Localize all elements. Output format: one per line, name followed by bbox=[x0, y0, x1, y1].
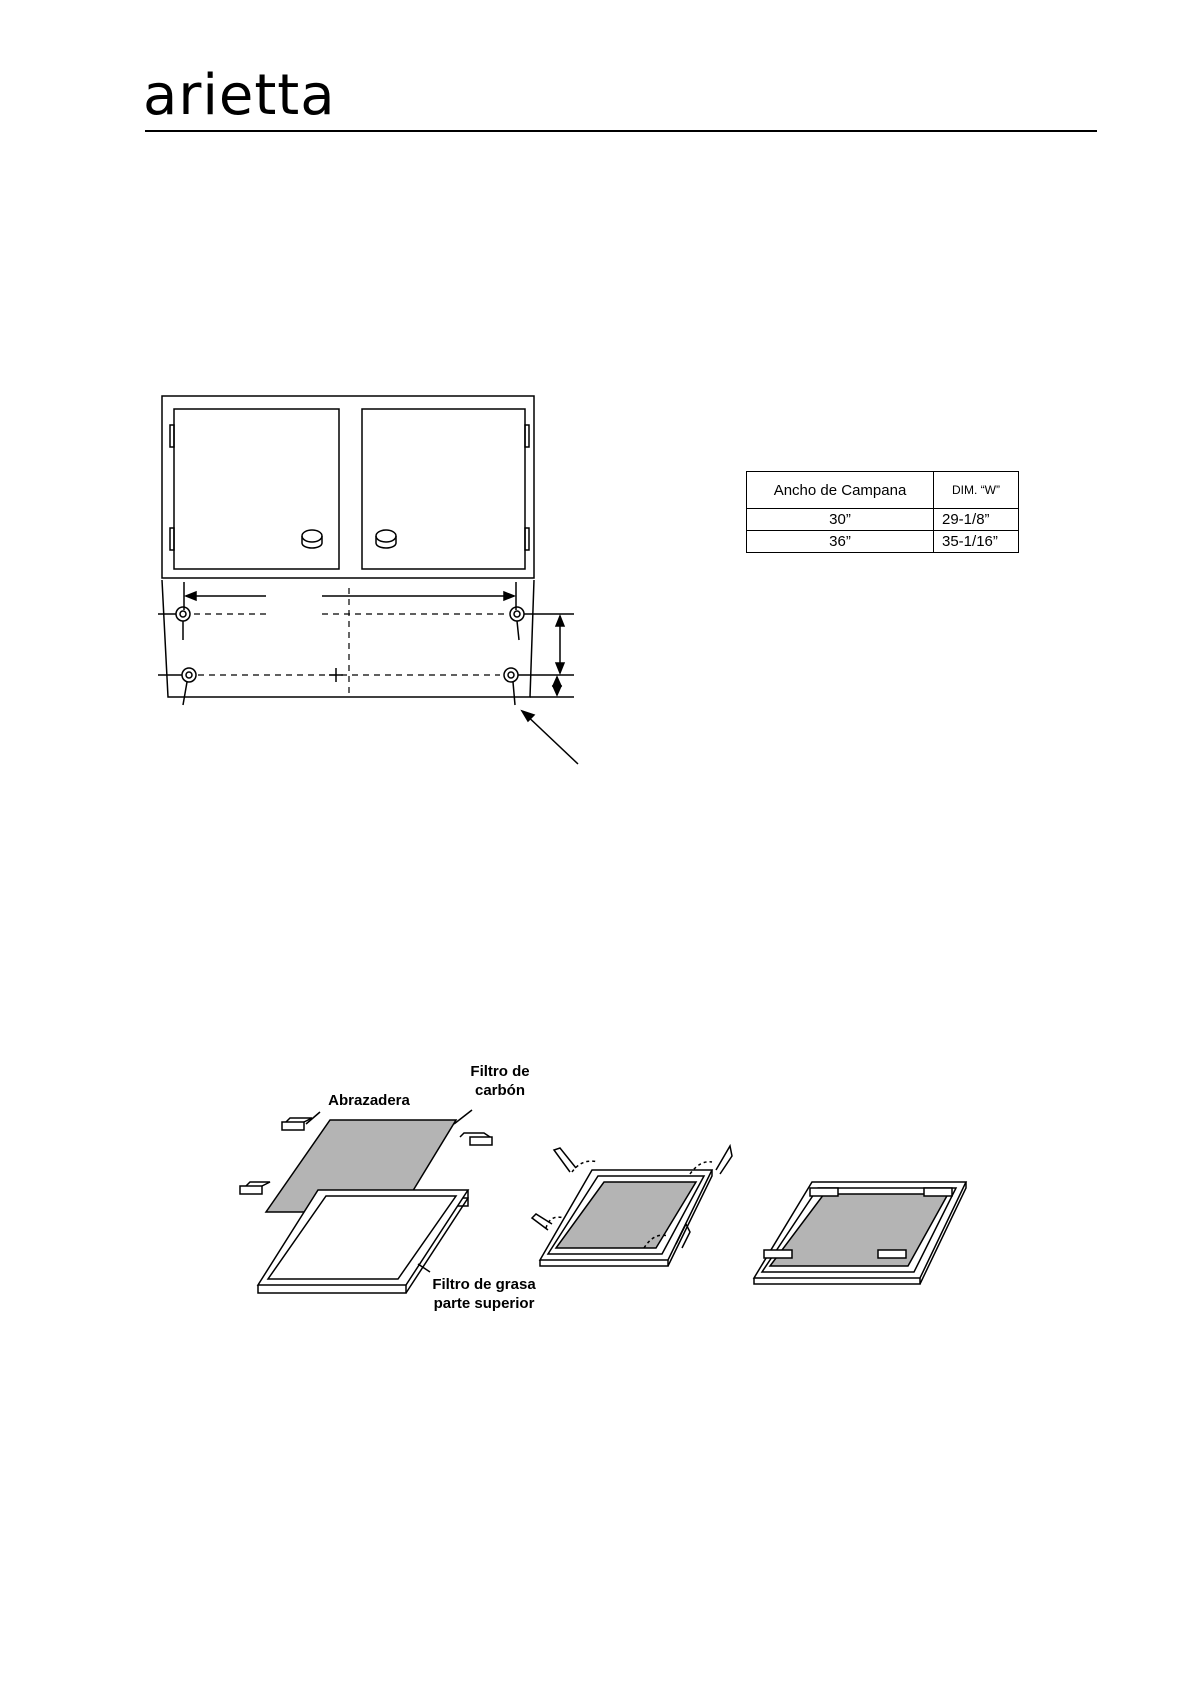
clamp-piece bbox=[460, 1133, 492, 1145]
hood-outline bbox=[162, 580, 534, 697]
clamp-piece bbox=[282, 1118, 312, 1130]
cabinet-outline bbox=[162, 396, 534, 578]
cabinet-door-right bbox=[362, 409, 525, 569]
table-cell: 36” bbox=[747, 531, 934, 553]
column-header-dim-w: DIM. “W” bbox=[934, 472, 1019, 509]
table-row: 30” 29-1/8” bbox=[747, 509, 1019, 531]
cabinet-door-left bbox=[174, 409, 339, 569]
mounting-hole bbox=[510, 607, 524, 640]
filter-step-2 bbox=[532, 1146, 732, 1266]
carbon-filter-label-line2: carbón bbox=[446, 1082, 554, 1099]
mounting-hole bbox=[176, 607, 190, 640]
grease-filter-label-line1: Filtro de grasa bbox=[414, 1276, 554, 1293]
hinge bbox=[525, 425, 529, 447]
grease-filter-label-line2: parte superior bbox=[414, 1295, 554, 1312]
hood-width-dimension-table: Ancho de Campana DIM. “W” 30” 29-1/8” 36… bbox=[746, 471, 1019, 553]
filter-step-3 bbox=[754, 1182, 966, 1284]
column-header-hood-width: Ancho de Campana bbox=[747, 472, 934, 509]
door-knob bbox=[376, 530, 396, 542]
table-cell: 30” bbox=[747, 509, 934, 531]
clamp-label: Abrazadera bbox=[314, 1092, 424, 1109]
cabinet-mounting-diagram bbox=[150, 390, 600, 770]
carbon-filter-label-line1: Filtro de bbox=[446, 1063, 554, 1080]
mounting-hole bbox=[504, 668, 518, 705]
table-cell: 29-1/8” bbox=[934, 509, 1019, 531]
mounting-hole bbox=[182, 668, 196, 705]
hinge bbox=[170, 528, 174, 550]
table-header-row: Ancho de Campana DIM. “W” bbox=[747, 472, 1019, 509]
table-row: 36” 35-1/16” bbox=[747, 531, 1019, 553]
header-divider bbox=[145, 130, 1097, 132]
filter-assembly-diagram bbox=[230, 1100, 990, 1330]
brand-logo: arietta bbox=[143, 68, 336, 124]
hinge bbox=[525, 528, 529, 550]
hinge bbox=[170, 425, 174, 447]
clamp-piece bbox=[240, 1182, 270, 1194]
table-cell: 35-1/16” bbox=[934, 531, 1019, 553]
door-knob bbox=[302, 530, 322, 542]
